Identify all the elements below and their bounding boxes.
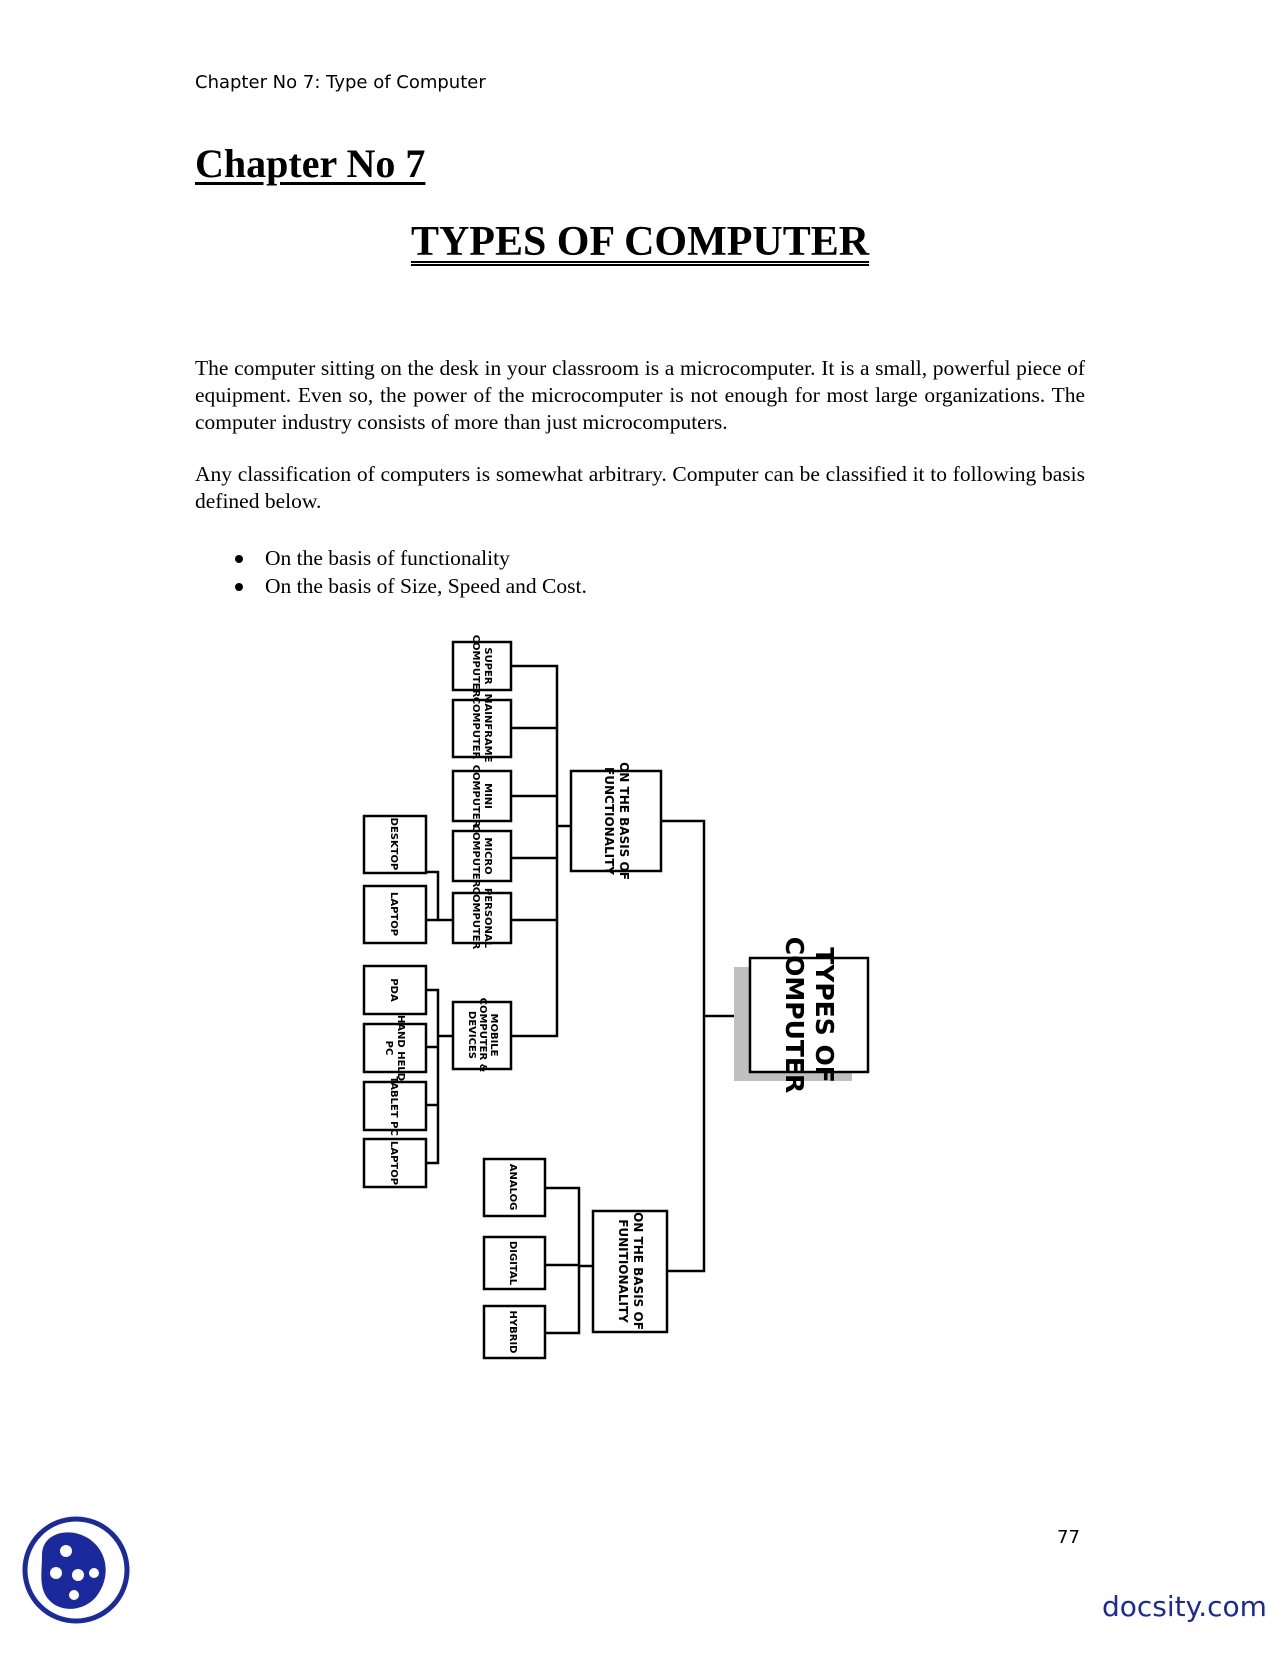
box-on-the-basis-of-functionality-bottom	[591, 1209, 669, 1334]
label-analog: ANALOG	[507, 1164, 518, 1211]
docsity-logo-icon	[22, 1515, 130, 1630]
box-on-the-basis-of-functionality-top	[569, 769, 663, 873]
chapter-number-title: Chapter No 7	[195, 141, 426, 186]
label-digital: DIGITAL	[507, 1241, 518, 1286]
box-types-of-computer	[748, 956, 870, 1074]
box-tablet-pc	[362, 1080, 428, 1132]
label-pda: PDA	[388, 978, 399, 1002]
label-hand-held-pc: HAND HELDPC	[383, 1015, 406, 1081]
label-tablet-pc: TABLET PC	[388, 1076, 399, 1136]
label-on-the-basis-of-functionality-top: ON THE BASIS OFFUNCTIONALITY	[602, 762, 631, 880]
label-personal-computer: PERSONALCOMPUTER	[470, 887, 493, 950]
page-number: 77	[1057, 1527, 1080, 1548]
classification-paragraph: Any classification of computers is somew…	[195, 462, 1085, 513]
intro-paragraph: The computer sitting on the desk in your…	[195, 356, 1085, 434]
box-mainframe-computer	[451, 698, 513, 759]
box-mobile-computer-devices	[451, 1000, 513, 1071]
label-types-of-computer: TYPES OFCOMPUTER	[780, 937, 839, 1093]
box-personal-computer	[451, 891, 513, 945]
label-mobile-computer-devices: MOBILECOMPUTER &DEVICES	[466, 998, 499, 1073]
box-analog	[482, 1157, 547, 1218]
label-desktop: DESKTOP	[388, 818, 399, 871]
box-mini-computer	[451, 769, 513, 823]
label-laptop-pc: LAPTOP	[388, 892, 399, 936]
box-super-computer	[451, 640, 513, 692]
box-desktop	[362, 814, 428, 875]
running-header: Chapter No 7: Type of Computer	[195, 72, 486, 93]
box-hybrid	[482, 1304, 547, 1360]
box-digital	[482, 1235, 547, 1291]
label-super-computer: SUPERCOMPUTER	[470, 635, 493, 698]
classification-bullet-list: On the basis of functionality On the bas…	[195, 544, 587, 600]
bullet-item: On the basis of Size, Speed and Cost.	[195, 572, 587, 600]
label-mainframe-computer: MAINFRAMECOMPUTER	[470, 694, 493, 763]
box-hand-held-pc	[362, 1022, 428, 1074]
label-laptop-mobile: LAPTOP	[388, 1141, 399, 1185]
box-laptop-pc	[362, 884, 428, 945]
label-on-the-basis-of-functionality-bottom: ON THE BASIS OFFUNITIONALITY	[616, 1212, 645, 1330]
label-micro-computer: MICROCOMPUTER	[470, 825, 493, 888]
bullet-item: On the basis of functionality	[195, 544, 587, 572]
label-hybrid: HYBRID	[507, 1311, 518, 1354]
box-laptop-mobile	[362, 1137, 428, 1189]
box-micro-computer	[451, 829, 513, 883]
types-of-computer-diagram: SUPERCOMPUTER MAINFRAMECOMPUTER MINICOMP…	[362, 635, 870, 1360]
label-mini-computer: MINICOMPUTER	[470, 765, 493, 828]
box-pda	[362, 964, 428, 1016]
diagram-connectors	[426, 664, 750, 1335]
main-title: TYPES OF COMPUTER	[410, 219, 870, 265]
docsity-brand-link[interactable]: docsity.com	[1102, 1590, 1267, 1623]
